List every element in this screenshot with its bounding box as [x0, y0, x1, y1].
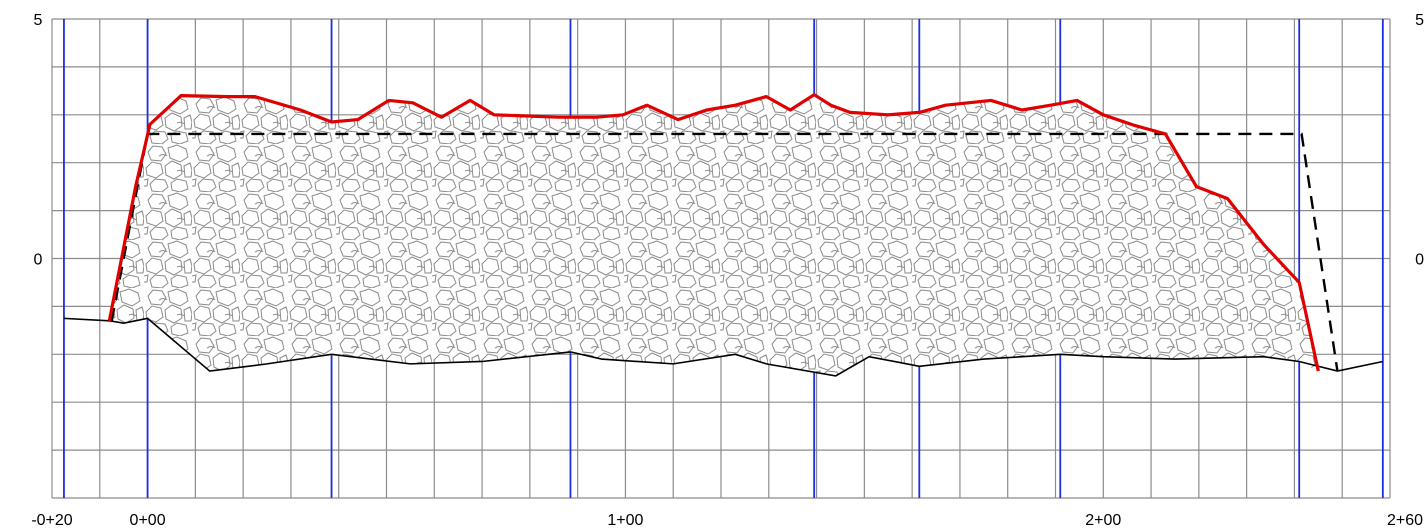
- existing-ground-line: [63, 317, 1383, 377]
- tick-labels: -0+20 0+00 1+00 2+00 2+60 5 0 5 0: [31, 12, 1424, 529]
- x-tick-label: 1+00: [607, 512, 643, 529]
- series-lines: [63, 93, 1383, 377]
- x-tick-label: 0+00: [130, 512, 166, 529]
- x-tick-label: 2+00: [1085, 512, 1121, 529]
- riprap-area: [109, 94, 1319, 376]
- y-tick-label-left: 0: [34, 252, 43, 269]
- y-tick-label-left: 5: [34, 12, 43, 29]
- y-tick-label-right: 0: [1415, 252, 1424, 269]
- y-tick-label-right: 5: [1415, 12, 1424, 29]
- design-template-line: [110, 132, 1339, 372]
- finished-surface-line: [107, 93, 1320, 372]
- x-tick-label: -0+20: [31, 512, 72, 529]
- riprap-fill: [109, 94, 1319, 376]
- x-tick-label: 2+60: [1387, 512, 1423, 529]
